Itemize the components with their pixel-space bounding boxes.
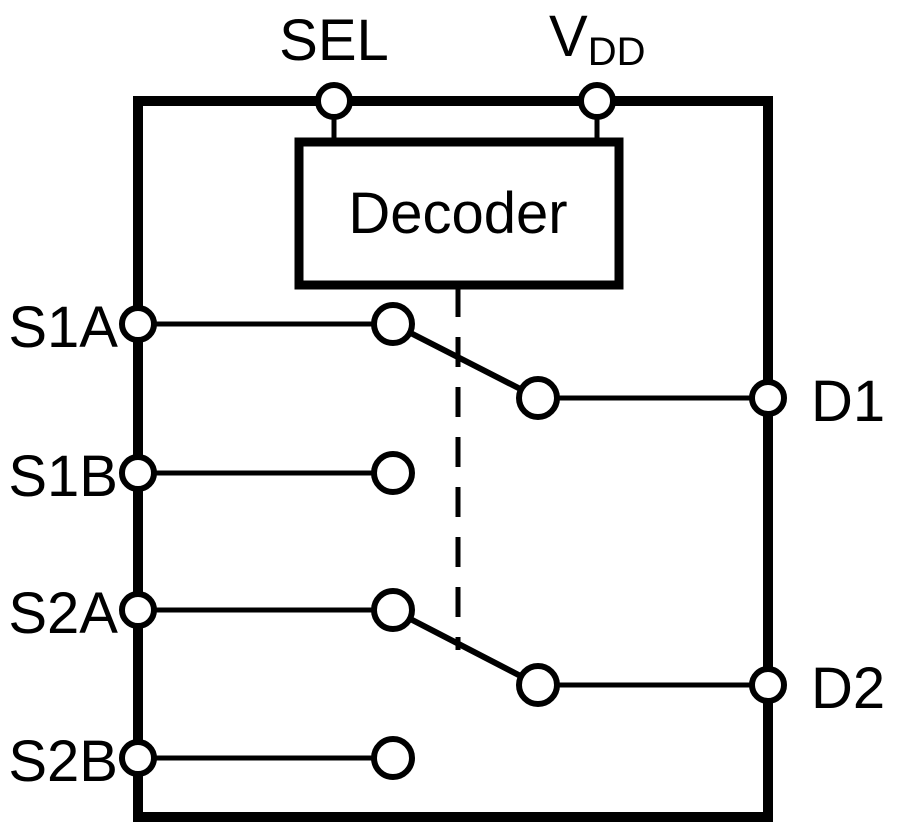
vdd-label: VDD [549, 4, 645, 74]
switch1-throw-a-contact [371, 302, 415, 346]
sel-label: SEL [279, 8, 389, 73]
switch2-pole-contact [516, 663, 560, 707]
sel-pin [315, 82, 353, 120]
vdd-pin [578, 82, 616, 120]
s2b-pin [119, 739, 157, 777]
vdd-label-base: V [549, 4, 588, 69]
s1a-pin [119, 305, 157, 343]
switch1-arm [391, 321, 540, 401]
switch2-throw-a-contact [371, 588, 415, 632]
switch1-throw-b-contact [371, 451, 415, 495]
s2a-pin [119, 591, 157, 629]
d1-pin [749, 379, 787, 417]
switch2-arm [391, 607, 540, 688]
s1a-label: S1A [8, 295, 118, 360]
s1b-pin [119, 454, 157, 492]
s1b-label: S1B [8, 444, 118, 509]
s2a-label: S2A [8, 581, 118, 646]
switch1-pole-contact [516, 376, 560, 420]
d1-label: D1 [811, 369, 885, 434]
decoder-box [294, 137, 624, 290]
decoder-label: Decoder [348, 181, 567, 246]
switch2-throw-b-contact [371, 736, 415, 780]
d2-pin [749, 666, 787, 704]
d2-label: D2 [811, 656, 885, 721]
vdd-label-subscript: DD [588, 30, 646, 74]
s2b-label: S2B [8, 729, 118, 794]
